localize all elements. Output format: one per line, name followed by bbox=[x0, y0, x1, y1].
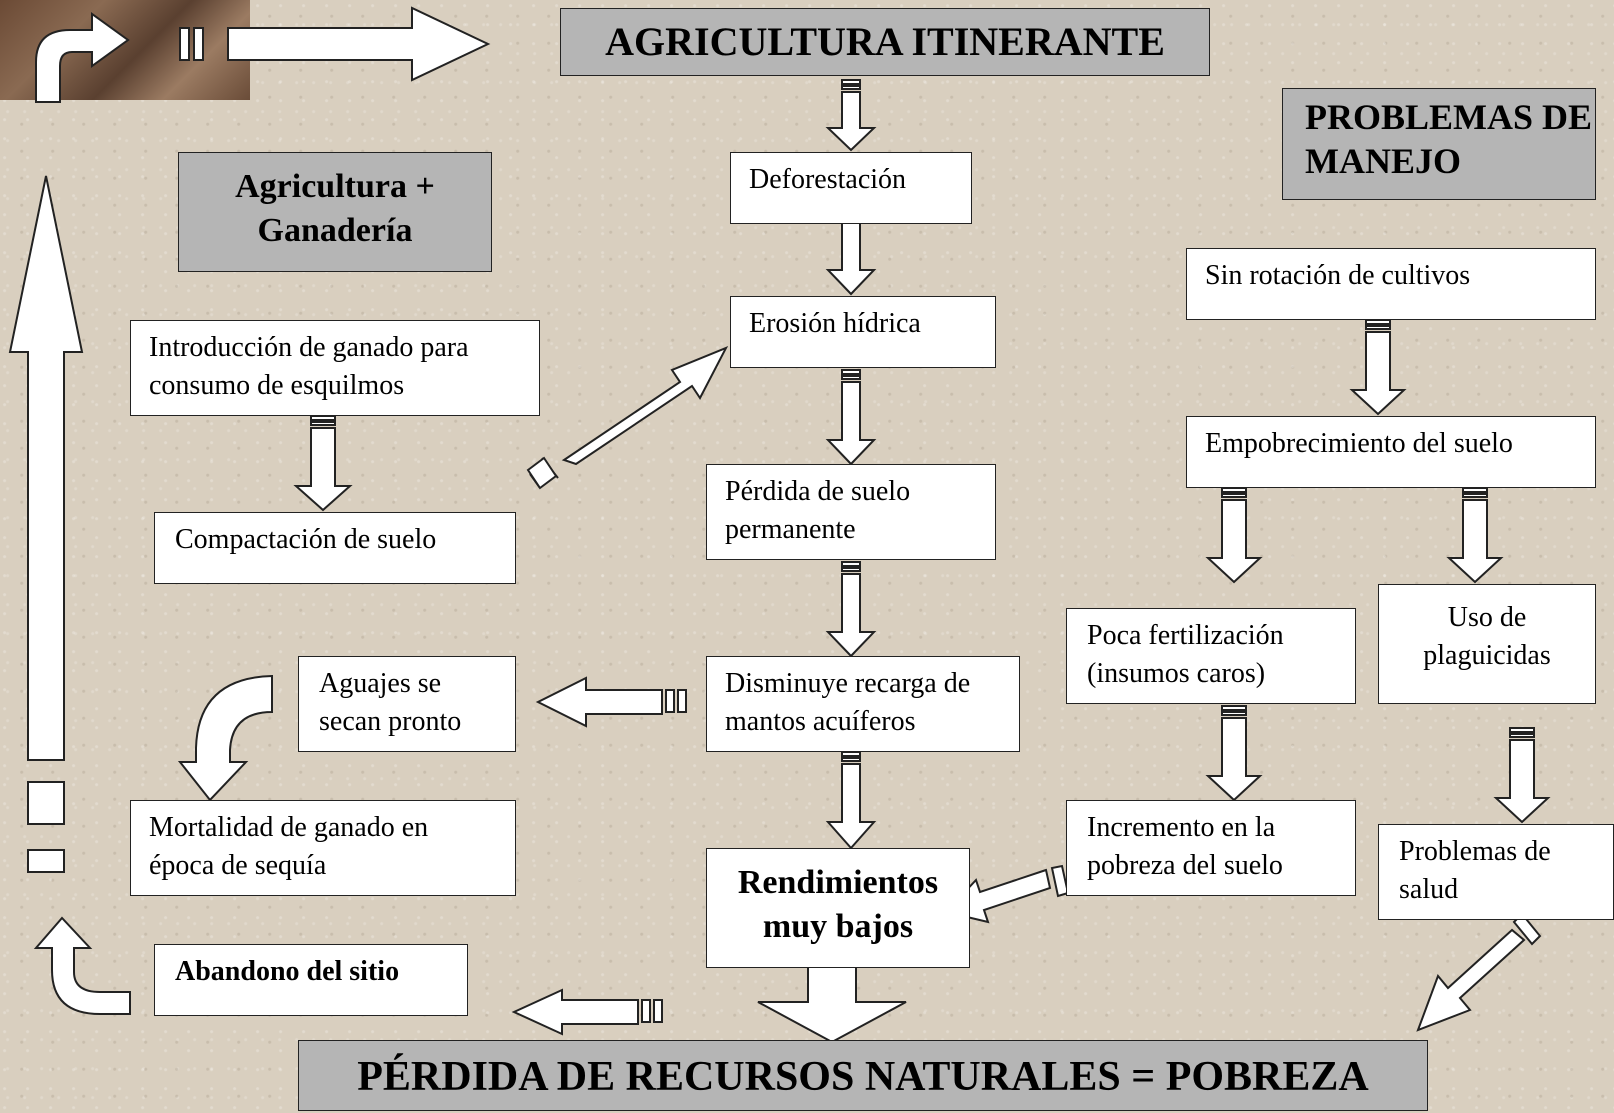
bent-arrow-icon bbox=[35, 12, 130, 103]
erosion-label: Erosión hídrica bbox=[749, 308, 921, 339]
introduccion-box: Introducción de ganado para consumo de e… bbox=[130, 320, 540, 416]
aguajes-box: Aguajes se secan pronto bbox=[298, 656, 516, 752]
sin-rotacion-label: Sin rotación de cultivos bbox=[1205, 260, 1471, 291]
agri-header: Agricultura + Ganadería bbox=[235, 168, 435, 249]
stripe-icon bbox=[193, 27, 204, 61]
deforestacion-label: Deforestación bbox=[749, 164, 907, 195]
stripe-icon bbox=[27, 781, 65, 825]
diagonal-arrow-icon bbox=[526, 346, 729, 490]
empobrecimiento-label: Empobrecimiento del suelo bbox=[1205, 428, 1513, 459]
perdida-suelo-box: Pérdida de suelo permanente bbox=[706, 464, 996, 560]
deforestacion-box: Deforestación bbox=[730, 152, 972, 224]
title-box: AGRICULTURA ITINERANTE bbox=[560, 8, 1210, 76]
down-arrow-icon bbox=[293, 415, 353, 512]
right-arrow-icon bbox=[227, 6, 491, 82]
erosion-box: Erosión hídrica bbox=[730, 296, 996, 368]
problemas-header: PROBLEMAS DE MANEJO bbox=[1305, 97, 1593, 181]
introduccion-label: Introducción de ganado para consumo de e… bbox=[149, 332, 469, 401]
down-arrow-icon bbox=[1446, 487, 1504, 584]
sin-rotacion-box: Sin rotación de cultivos bbox=[1186, 248, 1596, 320]
compactacion-label: Compactación de suelo bbox=[175, 524, 437, 555]
incremento-label: Incremento en la pobreza del suelo bbox=[1087, 812, 1283, 881]
down-arrow-icon bbox=[825, 751, 877, 850]
perdida-suelo-label: Pérdida de suelo permanente bbox=[725, 476, 911, 545]
down-arrow-icon bbox=[1493, 727, 1551, 824]
rendimientos-label: Rendimientos muy bajos bbox=[737, 864, 939, 945]
bent-up-arrow-icon bbox=[33, 916, 131, 1015]
left-arrow-icon bbox=[511, 988, 663, 1036]
problemas-header-box: PROBLEMAS DE MANEJO bbox=[1282, 88, 1596, 200]
mortalidad-box: Mortalidad de ganado en época de sequía bbox=[130, 800, 516, 896]
rendimientos-box: Rendimientos muy bajos bbox=[706, 848, 970, 968]
down-arrow-icon bbox=[1205, 487, 1263, 584]
empobrecimiento-box: Empobrecimiento del suelo bbox=[1186, 416, 1596, 488]
agri-header-box: Agricultura + Ganadería bbox=[178, 152, 492, 272]
stripe-icon bbox=[27, 849, 65, 873]
bottom-title: PÉRDIDA DE RECURSOS NATURALES = POBREZA bbox=[357, 1054, 1369, 1100]
down-arrow-icon bbox=[1205, 705, 1263, 802]
page-title: AGRICULTURA ITINERANTE bbox=[605, 19, 1165, 64]
problemas-salud-box: Problemas de salud bbox=[1378, 824, 1614, 920]
left-arrow-icon bbox=[535, 676, 687, 728]
bottom-title-box: PÉRDIDA DE RECURSOS NATURALES = POBREZA bbox=[298, 1040, 1428, 1111]
up-arrow-icon bbox=[8, 175, 84, 761]
mortalidad-label: Mortalidad de ganado en época de sequía bbox=[149, 812, 429, 881]
down-arrow-icon bbox=[1349, 319, 1407, 416]
uso-plaguicidas-box: Uso de plaguicidas bbox=[1378, 584, 1596, 704]
disminuye-box: Disminuye recarga de mantos acuíferos bbox=[706, 656, 1020, 752]
abandono-label: Abandono del sitio bbox=[175, 956, 400, 987]
compactacion-box: Compactación de suelo bbox=[154, 512, 516, 584]
diagonal-arrow-icon bbox=[1416, 912, 1542, 1032]
uso-plaguicidas-label: Uso de plaguicidas bbox=[1423, 602, 1551, 671]
down-arrow-icon bbox=[825, 561, 877, 658]
poca-fertilizacion-label: Poca fertilización (insumos caros) bbox=[1087, 620, 1284, 689]
disminuye-label: Disminuye recarga de mantos acuíferos bbox=[725, 668, 971, 737]
curved-down-arrow-icon bbox=[177, 674, 273, 802]
problemas-salud-label: Problemas de salud bbox=[1399, 836, 1551, 905]
abandono-box: Abandono del sitio bbox=[154, 944, 468, 1016]
stripe-icon bbox=[179, 27, 190, 61]
down-arrow-icon bbox=[825, 369, 877, 466]
poca-fertilizacion-box: Poca fertilización (insumos caros) bbox=[1066, 608, 1356, 704]
aguajes-label: Aguajes se secan pronto bbox=[319, 668, 462, 737]
incremento-box: Incremento en la pobreza del suelo bbox=[1066, 800, 1356, 896]
down-arrow-icon bbox=[825, 79, 877, 152]
